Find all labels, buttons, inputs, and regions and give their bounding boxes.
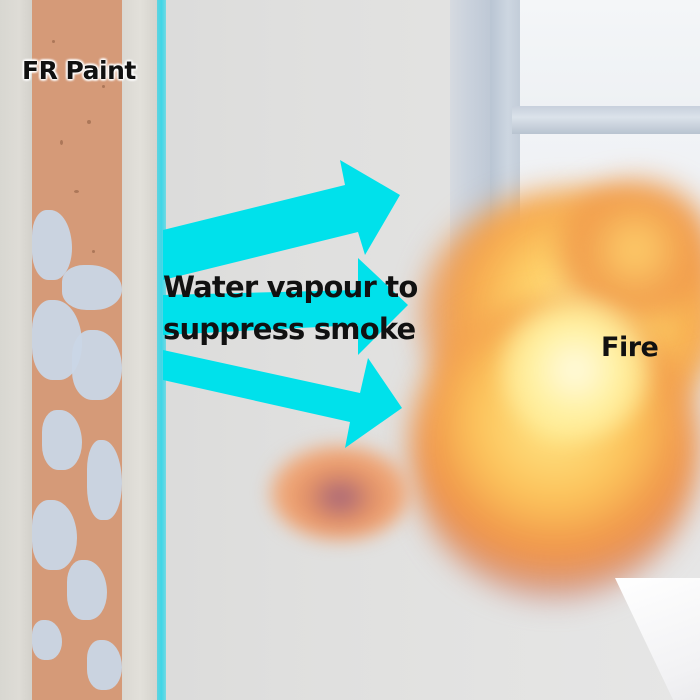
window-glass-top: [520, 0, 700, 108]
water-vapour-label: Water vapour to suppress smoke: [163, 266, 418, 350]
wall-panel: [0, 0, 160, 700]
fire-label: Fire: [601, 332, 659, 363]
vapour-arrow-top-icon: [163, 160, 400, 280]
fr-paint-label: FR Paint: [22, 56, 136, 85]
water-vapour-label-line2: suppress smoke: [163, 312, 416, 346]
window-mullion: [512, 106, 700, 134]
panel-strip-right: [122, 0, 158, 700]
vapour-arrow-bottom-icon: [163, 350, 402, 448]
water-vapour-label-line1: Water vapour to: [163, 270, 418, 304]
fr-paint-layer: [157, 0, 166, 700]
panel-strip-left: [0, 0, 32, 700]
panel-core: [32, 0, 122, 700]
vapour-arrow-middle-icon: [163, 258, 408, 355]
